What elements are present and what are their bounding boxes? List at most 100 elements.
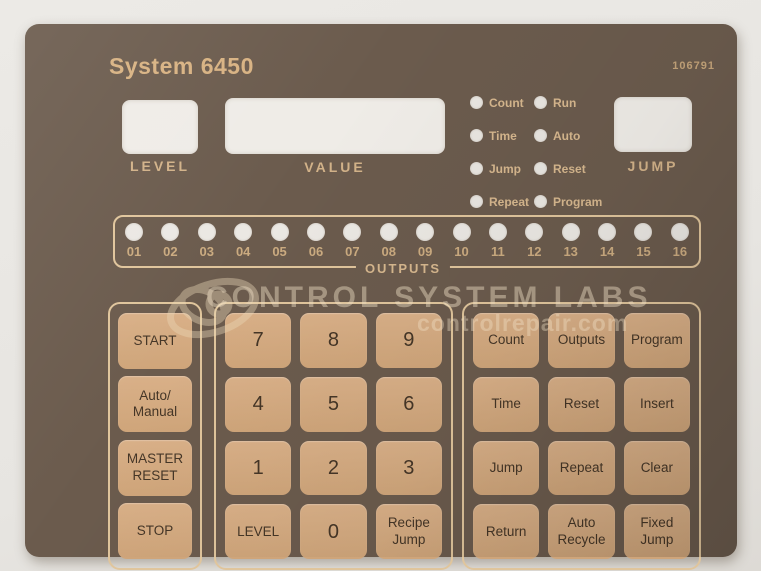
output-number: 16 <box>672 244 688 259</box>
output-channel-16: 16 <box>667 223 693 266</box>
indicator-reset: Reset <box>534 162 622 176</box>
key-8[interactable]: 8 <box>300 313 367 368</box>
indicator-label: Reset <box>553 161 586 176</box>
indicator-program: Program <box>534 195 622 209</box>
output-channel-13: 13 <box>558 223 584 266</box>
auto-led-icon <box>534 129 547 142</box>
output-channel-11: 11 <box>485 223 511 266</box>
output-led-icon <box>452 223 471 241</box>
key-7[interactable]: 7 <box>225 313 292 368</box>
output-led-icon <box>125 223 143 241</box>
key-insert[interactable]: Insert <box>623 376 690 432</box>
key-outputs[interactable]: Outputs <box>548 313 615 368</box>
indicator-repeat: Repeat <box>470 195 534 209</box>
output-number: 09 <box>417 244 433 259</box>
output-number: 12 <box>527 244 542 259</box>
output-channel-03: 03 <box>194 223 220 266</box>
part-number: 106791 <box>672 60 715 72</box>
output-led-icon <box>270 223 289 241</box>
repeat-led-icon <box>470 195 483 208</box>
time-led-icon <box>470 129 483 142</box>
key-recipe-jump[interactable]: Recipe Jump <box>375 504 442 559</box>
indicator-time: Time <box>470 129 534 143</box>
key-auto-manual[interactable]: Auto/ Manual <box>118 376 192 433</box>
key-1[interactable]: 1 <box>225 440 292 496</box>
reset-led-icon <box>534 162 547 175</box>
key-repeat[interactable]: Repeat <box>548 440 615 496</box>
output-channel-01: 01 <box>121 223 147 266</box>
key-master-reset[interactable]: MASTER RESET <box>118 439 192 496</box>
output-led-icon <box>634 223 653 241</box>
output-channel-12: 12 <box>521 223 547 266</box>
indicator-label: Jump <box>489 161 522 176</box>
jump-led-icon <box>470 162 483 175</box>
level-display-window <box>122 100 198 154</box>
key-level[interactable]: LEVEL <box>225 504 292 559</box>
system-6450-membrane-panel: System 6450 106791 LEVEL VALUE JUMP Coun… <box>25 24 737 570</box>
key-6[interactable]: 6 <box>375 376 442 432</box>
key-3[interactable]: 3 <box>375 440 442 496</box>
output-channel-07: 07 <box>339 223 365 266</box>
key-5[interactable]: 5 <box>300 376 367 432</box>
output-channel-15: 15 <box>630 223 656 266</box>
output-led-icon <box>670 223 689 241</box>
output-led-icon <box>161 223 180 241</box>
output-number: 08 <box>381 244 396 259</box>
panel-title: System 6450 <box>109 53 254 79</box>
key-program[interactable]: Program <box>623 313 690 368</box>
count-led-icon <box>470 96 483 109</box>
output-number: 07 <box>345 244 360 259</box>
indicator-run: Run <box>534 96 622 110</box>
key-clear[interactable]: Clear <box>623 440 690 496</box>
output-number: 15 <box>636 244 651 259</box>
key-auto-recycle[interactable]: Auto Recycle <box>548 504 615 559</box>
output-channel-08: 08 <box>376 223 402 266</box>
output-number: 13 <box>563 244 578 259</box>
output-channel-14: 14 <box>594 223 620 266</box>
key-time[interactable]: Time <box>473 376 540 432</box>
output-channel-10: 10 <box>449 223 475 266</box>
key-count[interactable]: Count <box>473 313 540 368</box>
run-led-icon <box>534 96 547 109</box>
key-fixed-jump[interactable]: Fixed Jump <box>623 504 690 559</box>
key-start[interactable]: START <box>118 313 192 369</box>
key-jump[interactable]: Jump <box>473 440 540 496</box>
output-channel-06: 06 <box>303 223 329 266</box>
key-stop[interactable]: STOP <box>118 502 192 559</box>
output-number: 11 <box>491 244 505 259</box>
key-9[interactable]: 9 <box>375 313 442 368</box>
level-display-label: LEVEL <box>129 158 191 174</box>
output-number: 06 <box>308 244 324 259</box>
output-number: 03 <box>199 244 215 259</box>
output-led-icon <box>488 223 507 241</box>
output-number: 02 <box>163 244 178 259</box>
indicator-label: Time <box>489 128 517 143</box>
value-display-window <box>225 98 445 154</box>
indicator-label: Program <box>553 194 603 209</box>
function-keypad-group: Count Outputs Program Time Reset Insert … <box>462 302 701 570</box>
output-channel-09: 09 <box>412 223 438 266</box>
jump-display-label: JUMP <box>627 158 679 174</box>
indicator-label: Count <box>489 95 524 110</box>
output-led-icon <box>379 223 398 241</box>
output-number: 04 <box>235 244 251 259</box>
indicator-auto: Auto <box>534 129 622 143</box>
key-return[interactable]: Return <box>473 504 540 559</box>
key-2[interactable]: 2 <box>300 440 367 496</box>
key-0[interactable]: 0 <box>300 504 367 559</box>
output-led-icon <box>306 223 325 241</box>
indicator-jump: Jump <box>470 162 534 176</box>
output-led-icon <box>561 223 580 241</box>
output-channel-04: 04 <box>230 223 256 266</box>
key-reset[interactable]: Reset <box>548 376 615 432</box>
output-number: 01 <box>126 244 142 259</box>
key-4[interactable]: 4 <box>225 376 292 432</box>
output-number: 10 <box>454 244 469 259</box>
numeric-keypad-group: 7 8 9 4 5 6 1 2 3 LEVEL 0 Recipe Jump <box>214 302 453 570</box>
output-channel-05: 05 <box>267 223 293 266</box>
indicator-label: Run <box>553 95 577 110</box>
output-led-icon <box>234 223 253 241</box>
indicator-label: Repeat <box>489 194 530 209</box>
value-display-label: VALUE <box>304 159 366 175</box>
